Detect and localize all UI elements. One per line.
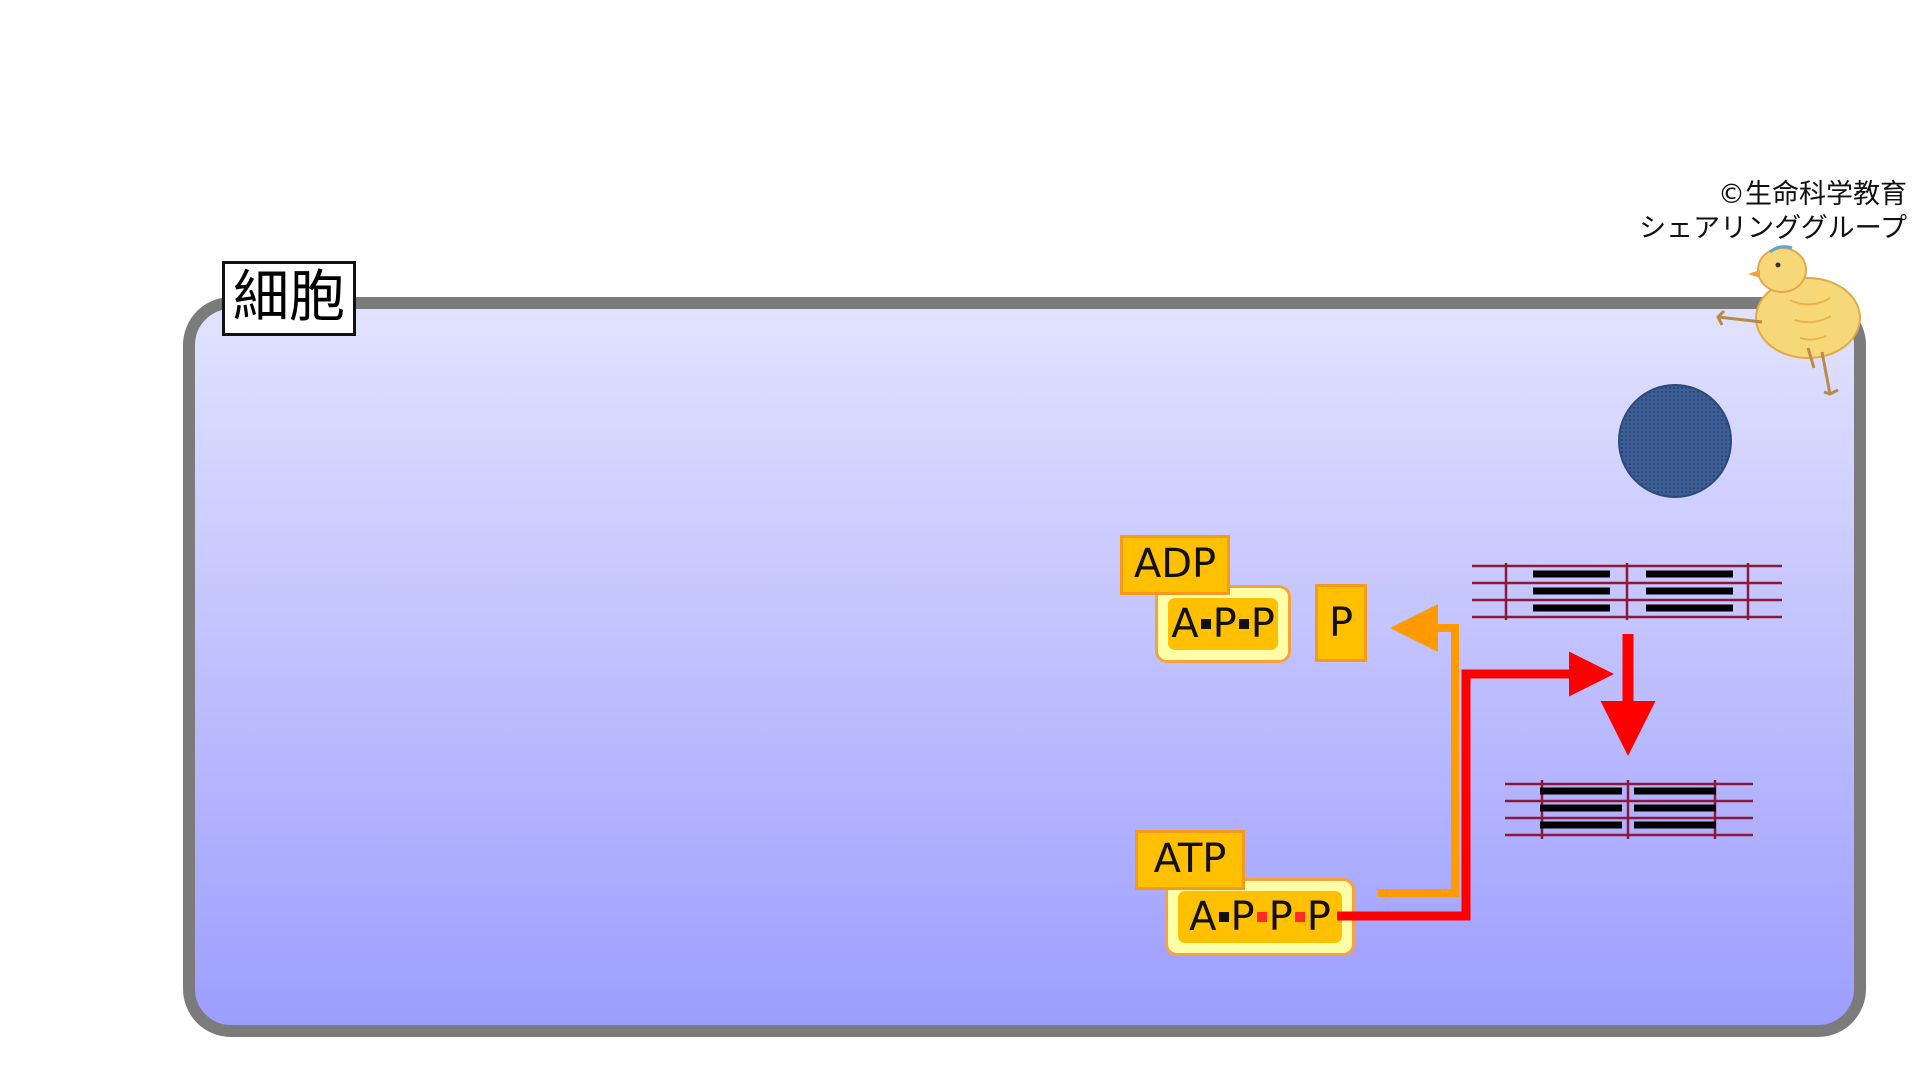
adp-adenosine: A — [1171, 601, 1199, 647]
atp-phosphate-3: P — [1306, 894, 1331, 940]
atp-bond-2 — [1256, 912, 1267, 922]
adp-bond-1 — [1200, 619, 1211, 629]
adp-label: ADP — [1120, 535, 1230, 595]
atp-phosphate-2: P — [1268, 894, 1293, 940]
adp-phosphate-1: P — [1212, 601, 1237, 647]
atp-label: ATP — [1135, 830, 1245, 890]
credit-line-2: シェアリンググループ — [1639, 213, 1907, 244]
atp-bond-1 — [1218, 912, 1229, 922]
cell-label: 細胞 — [222, 261, 356, 336]
atp-bond-3 — [1294, 912, 1305, 922]
nucleus — [1618, 384, 1732, 498]
adp-bond-2 — [1238, 619, 1249, 629]
copyright-credit: ©生命科学教育 シェアリンググループ — [1467, 178, 1907, 246]
atp-adenosine: A — [1189, 894, 1217, 940]
cell-body — [183, 297, 1866, 1037]
atp-phosphate-1: P — [1230, 894, 1255, 940]
adp-phosphate-2: P — [1250, 601, 1275, 647]
free-phosphate: P — [1315, 584, 1367, 662]
credit-line-1: ©生命科学教育 — [1718, 179, 1907, 210]
